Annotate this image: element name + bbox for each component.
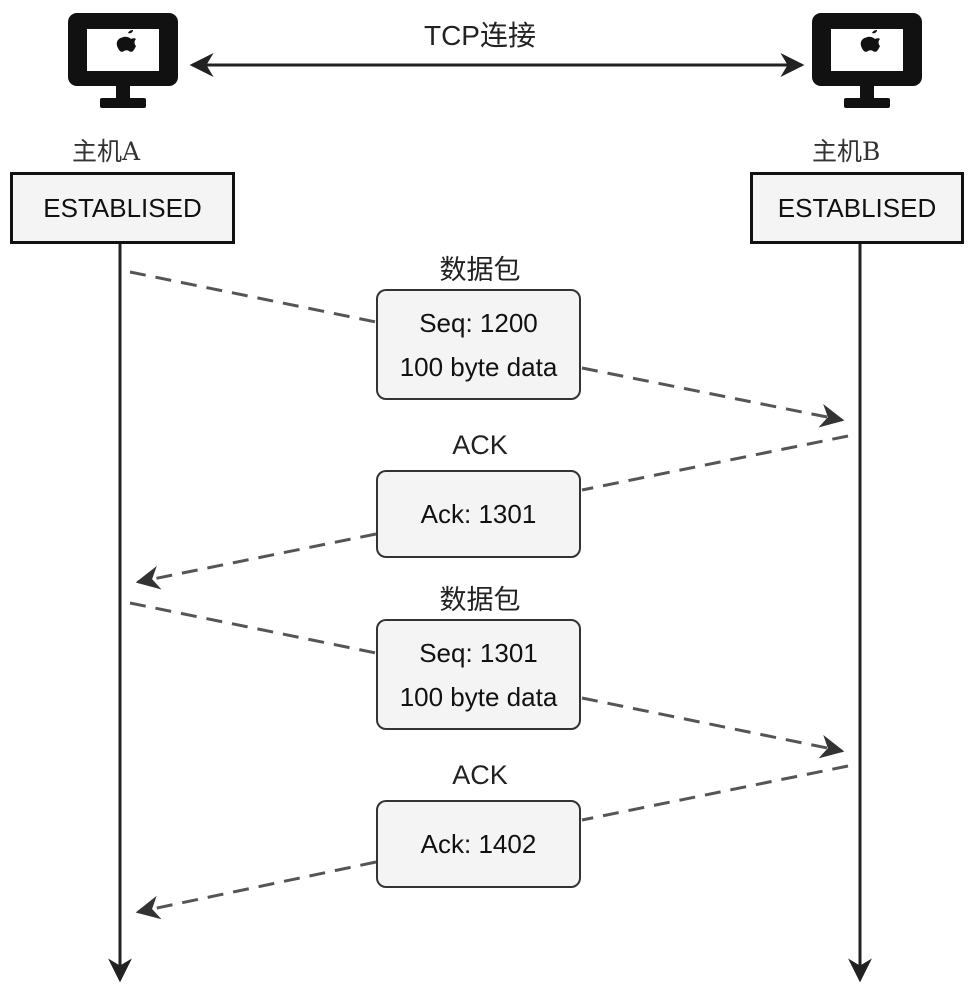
host-b-state-box: ESTABLISED — [750, 172, 964, 244]
host-b-name: 主机B — [812, 137, 881, 166]
message-4-title: ACK — [452, 760, 508, 790]
message-1-line2: 100 byte data — [399, 351, 558, 382]
message-4-line1: Ack: 1402 — [420, 829, 537, 859]
message-1-arrow — [129, 270, 845, 428]
message-3-title: 数据包 — [439, 585, 521, 615]
message-3-packet: Seq: 1301 100 byte data — [376, 619, 581, 730]
host-b-computer-icon — [812, 13, 922, 108]
message-1-title: 数据包 — [439, 255, 521, 285]
host-a-name: 主机A — [72, 137, 141, 166]
message-3-arrow — [129, 601, 845, 759]
message-1-packet: Seq: 1200 100 byte data — [376, 289, 581, 400]
message-2-title: ACK — [452, 430, 508, 460]
message-1-line1: Seq: 1200 — [419, 307, 538, 338]
message-3-line2: 100 byte data — [399, 681, 558, 712]
message-3-line1: Seq: 1301 — [419, 637, 538, 668]
host-a-computer-icon — [68, 13, 178, 108]
message-4-arrow — [135, 764, 849, 920]
message-4-packet: Ack: 1402 — [376, 800, 581, 888]
tcp-connection-label: TCP连接 — [423, 20, 536, 51]
host-a-state-label: ESTABLISED — [43, 192, 202, 223]
host-b-state-label: ESTABLISED — [777, 192, 937, 223]
message-2-arrow — [135, 434, 849, 590]
message-2-packet: Ack: 1301 — [376, 470, 581, 558]
host-a-state-box: ESTABLISED — [10, 172, 235, 244]
message-2-line1: Ack: 1301 — [420, 499, 537, 529]
